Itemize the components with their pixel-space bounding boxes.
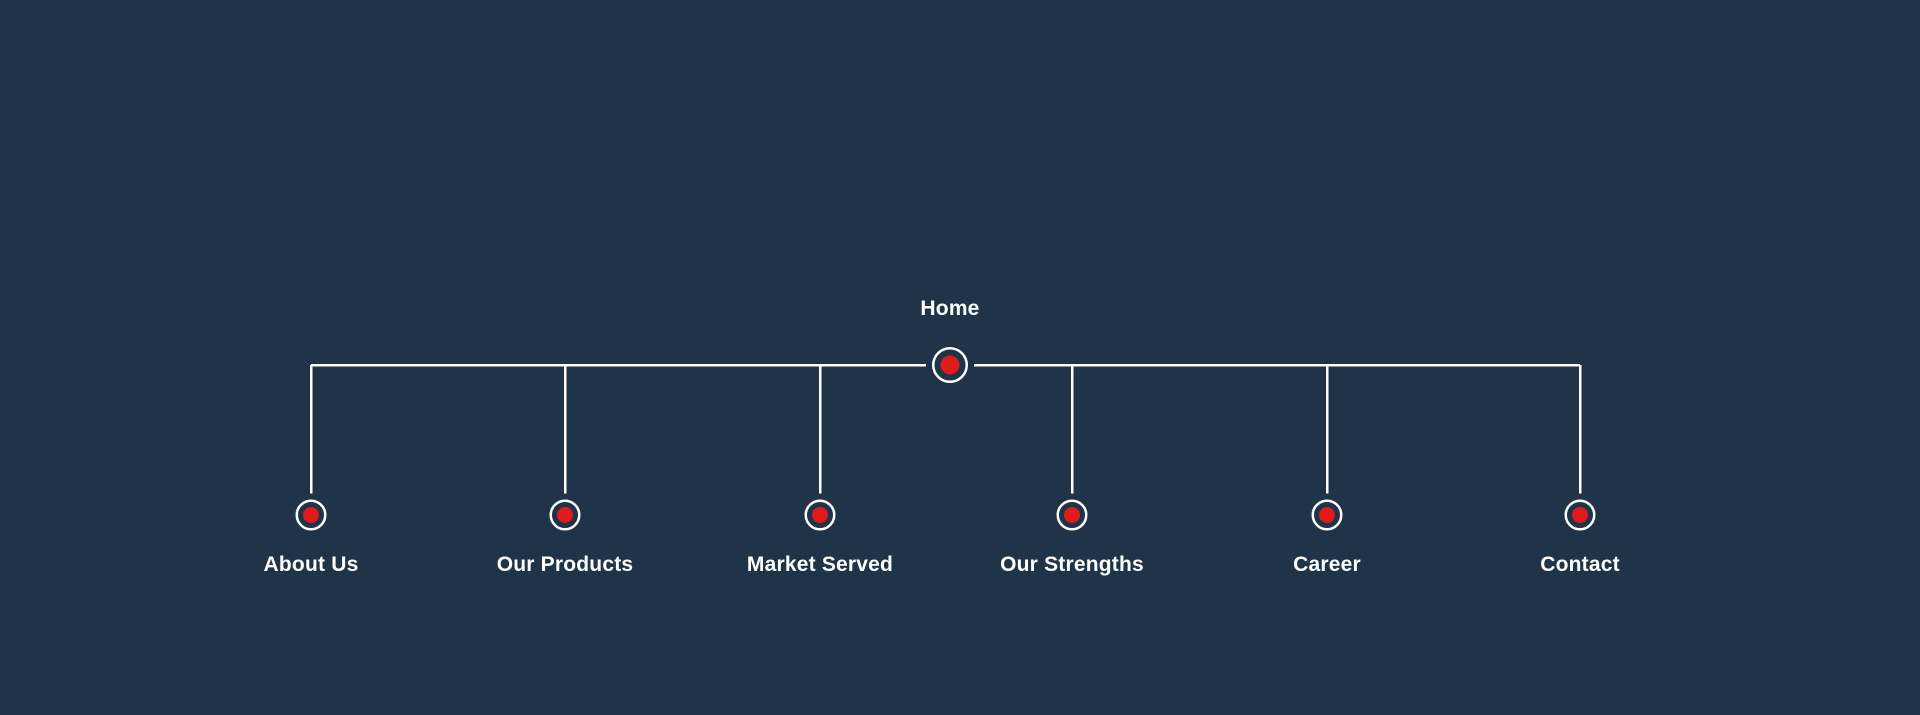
connector-layer xyxy=(309,363,1582,494)
child-node-contact[interactable] xyxy=(1562,497,1598,533)
child-node-our-products[interactable] xyxy=(547,497,583,533)
node-ring xyxy=(1056,499,1088,531)
node-dot xyxy=(303,507,319,523)
node-dot xyxy=(1572,507,1588,523)
child-node-label: Market Served xyxy=(746,553,894,576)
node-ring xyxy=(549,499,581,531)
root-node-dot xyxy=(940,355,960,375)
node-dot xyxy=(1319,507,1335,523)
node-dot xyxy=(1064,507,1080,523)
root-node-label: Home xyxy=(920,297,980,320)
node-dot xyxy=(812,507,828,523)
child-node-label: About Us xyxy=(263,553,359,576)
node-ring xyxy=(804,499,836,531)
node-ring xyxy=(295,499,327,531)
child-node-career[interactable] xyxy=(1309,497,1345,533)
child-node-our-strengths[interactable] xyxy=(1054,497,1090,533)
root-node-home[interactable] xyxy=(930,345,970,385)
node-ring xyxy=(1311,499,1343,531)
node-ring xyxy=(1564,499,1596,531)
child-node-label: Our Strengths xyxy=(1000,553,1144,576)
node-layer xyxy=(295,347,1596,531)
child-node-label: Contact xyxy=(1540,553,1620,576)
child-node-about-us[interactable] xyxy=(293,497,329,533)
child-node-label: Our Products xyxy=(496,553,634,576)
child-node-label: Career xyxy=(1293,553,1361,576)
child-node-market-served[interactable] xyxy=(802,497,838,533)
node-dot xyxy=(557,507,573,523)
